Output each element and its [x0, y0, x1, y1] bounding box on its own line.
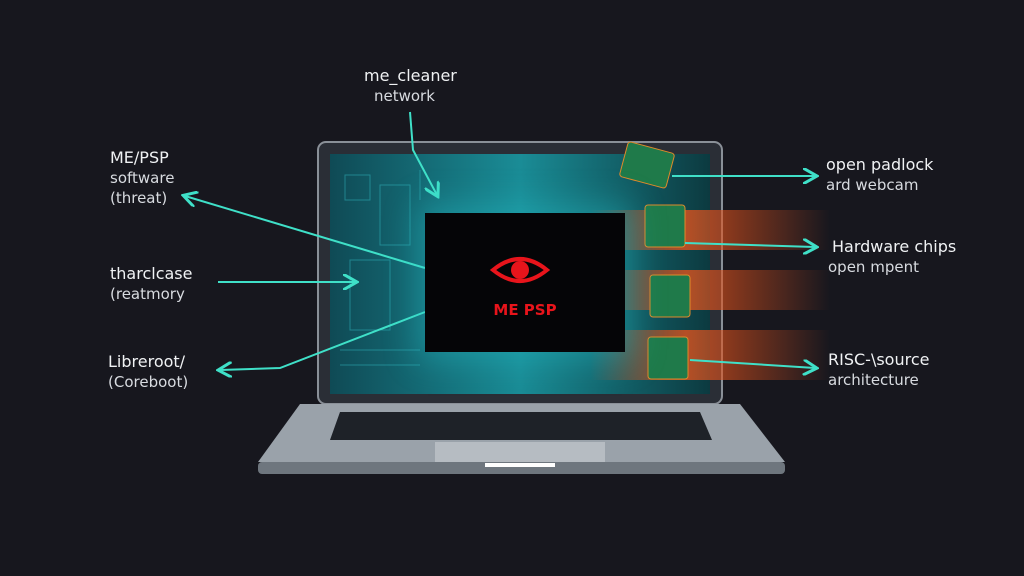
- touchpad: [435, 442, 605, 462]
- label-line: (reatmory: [110, 285, 185, 303]
- label-risc: RISC-\source architecture: [828, 350, 929, 390]
- label-line: (threat): [110, 189, 168, 207]
- label-line: software: [110, 169, 175, 187]
- label-line: open mpent: [828, 258, 919, 276]
- label-hardware-chips: Hardware chips open mpent: [828, 237, 957, 277]
- label-me-psp: ME/PSP software (threat): [110, 148, 174, 208]
- keyboard: [330, 412, 712, 440]
- connector-arrows: [185, 111, 815, 370]
- label-line: me_cleaner: [364, 66, 457, 85]
- hardware-chips: [619, 141, 691, 380]
- label-line: open padlock: [826, 155, 934, 174]
- label-line: Hardware chips: [832, 237, 957, 256]
- circuit-pattern: [340, 170, 421, 366]
- label-tharclcase: tharclcase (reatmory: [110, 264, 192, 304]
- screen-title: ME PSP: [493, 301, 557, 319]
- label-line: architecture: [828, 371, 919, 389]
- eye-icon: [489, 257, 551, 283]
- label-line: Libreroot/: [108, 352, 186, 371]
- label-line: tharclcase: [110, 264, 193, 283]
- label-libreroot: Libreroot/ (Coreboot): [108, 352, 188, 392]
- label-line: network: [374, 87, 435, 105]
- me-psp-window: ME PSP: [425, 213, 625, 352]
- label-line: (Coreboot): [108, 373, 189, 391]
- label-line: ard webcam: [826, 176, 919, 194]
- label-line: RISC-\source: [828, 350, 930, 369]
- label-line: ME/PSP: [110, 148, 169, 167]
- label-open-padlock: open padlock ard webcam: [826, 155, 933, 195]
